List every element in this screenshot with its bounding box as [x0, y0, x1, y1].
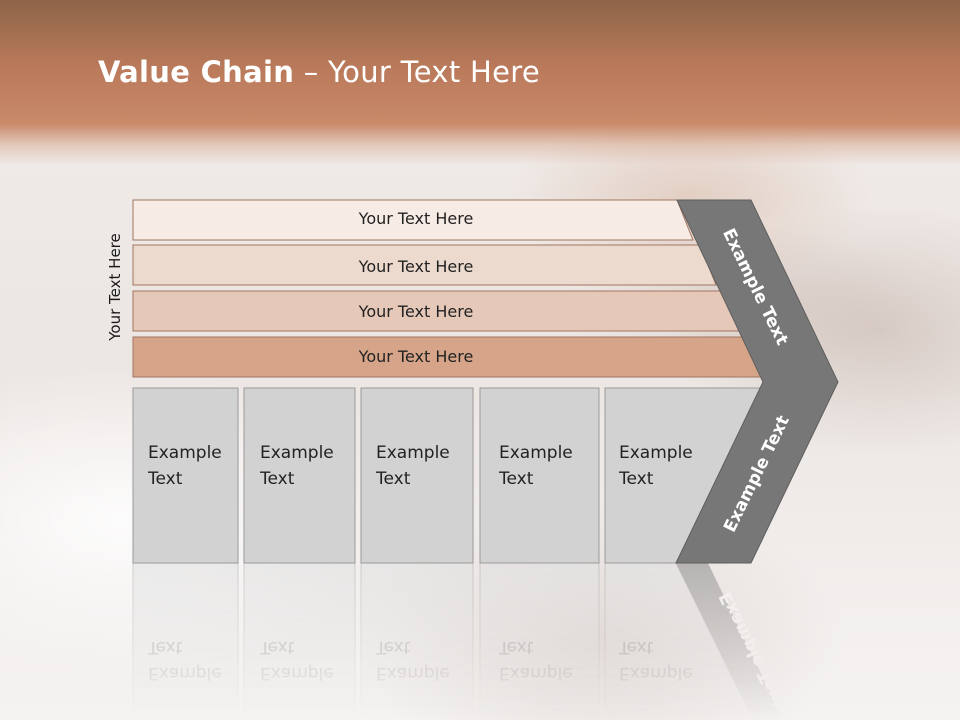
column-3-line2: Text: [375, 469, 411, 489]
column-3-line1: Example: [376, 443, 450, 463]
reflection-text: Text: [259, 637, 295, 657]
column-2: [243, 387, 356, 564]
reflection-chevron: [676, 563, 784, 720]
reflection-column: [243, 562, 356, 720]
column-4-line2: Text: [498, 469, 534, 489]
column-1: [132, 387, 239, 564]
column-1-line2: Text: [147, 469, 183, 489]
reflection-column: [479, 562, 600, 720]
reflection-text: Example: [619, 663, 693, 683]
column-2-line1: Example: [260, 443, 334, 463]
column-1-line1: Example: [148, 443, 222, 463]
reflection-text: Example: [148, 663, 222, 683]
title-bold: Value Chain: [98, 55, 295, 89]
title-rest: – Your Text Here: [294, 55, 540, 89]
band-2-label: Your Text Here: [358, 257, 474, 276]
reflection: Example Text Example Text Example Text E…: [132, 562, 789, 720]
reflection-text: Example: [260, 663, 334, 683]
title-band: [0, 0, 960, 165]
band-3-label: Your Text Here: [358, 302, 474, 321]
column-3: [360, 387, 474, 564]
reflection-text: Example: [499, 663, 573, 683]
column-5-line1: Example: [619, 443, 693, 463]
band-4-label: Your Text Here: [358, 347, 474, 366]
band-1: [132, 199, 694, 241]
column-2-line2: Text: [259, 469, 295, 489]
reflection-text: Example: [376, 663, 450, 683]
column-4: [479, 387, 600, 564]
margin-chevron: [675, 199, 839, 564]
band-1-label: Your Text Here: [358, 209, 474, 228]
reflection-text: Text: [147, 637, 183, 657]
reflection-text: Text: [375, 637, 411, 657]
reflection-column: [132, 562, 239, 720]
reflection-text: Text: [498, 637, 534, 657]
reflection-text: Text: [618, 637, 654, 657]
band-2: [132, 244, 717, 286]
slide-title: Value Chain – Your Text Here: [98, 55, 540, 89]
column-4-line1: Example: [499, 443, 573, 463]
reflection-column: [360, 562, 474, 720]
column-5-line2: Text: [618, 469, 654, 489]
